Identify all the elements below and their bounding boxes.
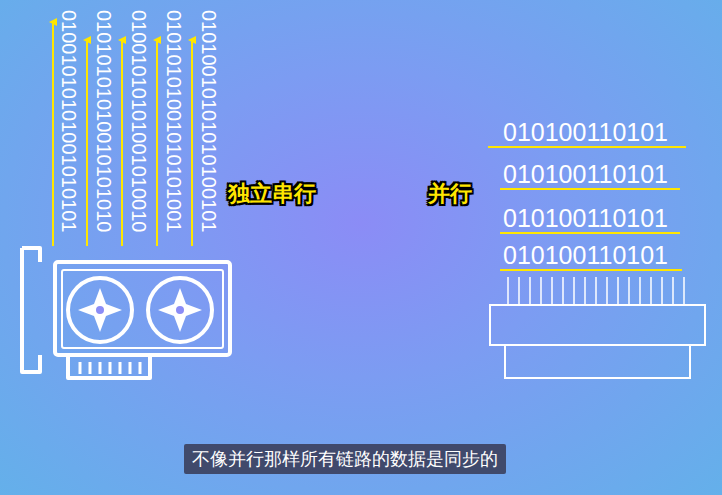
parallel-bits: 010100110101 [503,160,668,188]
parallel-bits: 010100110101 [503,204,668,232]
serial-bits: 01010101010010101010 [93,10,115,232]
gold-fingers [80,362,140,374]
serial-bits: 01001010101001010010 [128,10,150,232]
serial-bits: 01010101001010101001 [163,10,185,232]
serial-bits: 01001010101001010101 [58,10,80,232]
serial-bits: 01010010101010100101 [198,10,220,232]
parallel-bits: 010100110101 [503,241,668,269]
fan-blades [78,288,202,332]
parallel-lines [488,147,686,270]
subtitle: 不像并行那样所有链路的数据是同步的 [184,444,506,474]
parallel-label: 并行 [428,180,472,208]
parallel-bits: 010100110101 [503,118,668,146]
serial-label: 独立串行 [228,180,316,208]
graphics-card [22,248,230,378]
parallel-connector [490,277,705,378]
subtitle-bar: 不像并行那样所有链路的数据是同步的 [184,444,506,474]
